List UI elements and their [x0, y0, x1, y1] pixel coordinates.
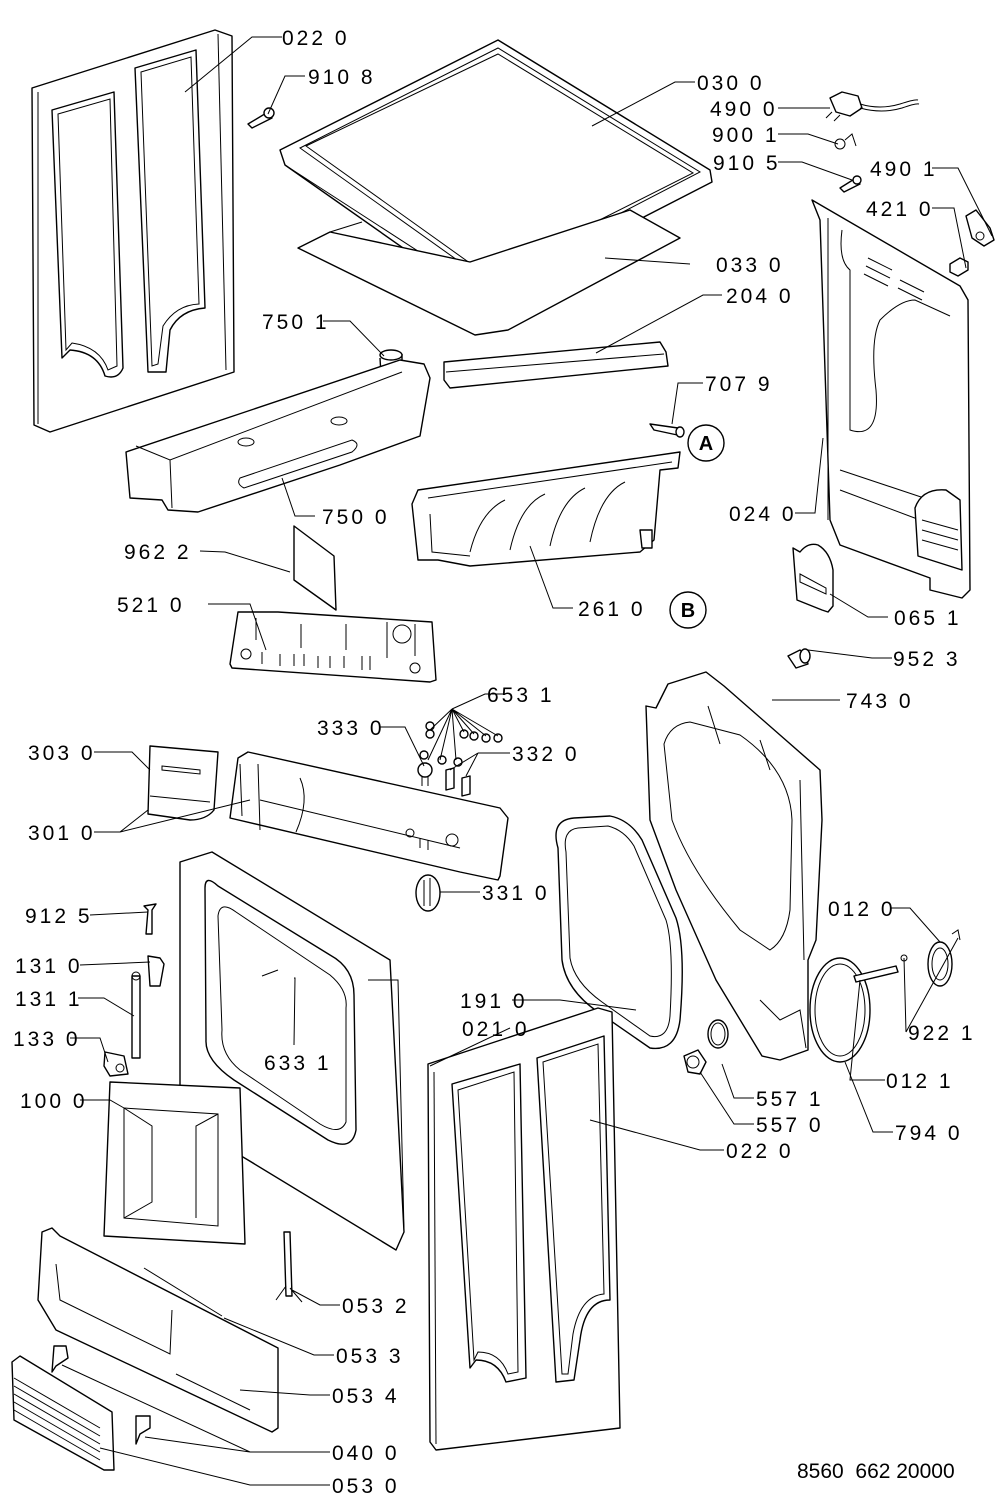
- part-label-022-0-bottom: 022 0: [726, 1140, 794, 1163]
- hinge-bar: [443, 341, 669, 389]
- part-label-100-0: 100 0: [20, 1090, 88, 1113]
- part-label-131-1: 131 1: [15, 988, 83, 1011]
- selector-knob: [415, 874, 441, 912]
- part-label-557-0: 557 0: [756, 1114, 824, 1137]
- grille: [11, 1355, 115, 1471]
- clip-053-2: [275, 1231, 303, 1303]
- part-label-022-0-top: 022 0: [282, 27, 350, 50]
- drawer-front: [147, 745, 219, 821]
- part-label-912-5: 912 5: [25, 905, 93, 928]
- seal-ring: [809, 957, 871, 1063]
- rear-panel: [811, 199, 971, 599]
- part-label-910-8: 910 8: [308, 66, 376, 89]
- part-label-750-0: 750 0: [322, 506, 390, 529]
- part-label-653-1: 653 1: [487, 684, 555, 707]
- part-label-743-0: 743 0: [846, 690, 914, 713]
- part-label-033-0: 033 0: [716, 254, 784, 277]
- part-label-421-0: 421 0: [866, 198, 934, 221]
- part-label-024-0: 024 0: [729, 503, 797, 526]
- part-label-633-1: 633 1: [264, 1052, 332, 1075]
- leader-lines: [61, 36, 993, 1486]
- screw-910-5: [839, 175, 862, 193]
- part-label-131-0: 131 0: [15, 955, 83, 978]
- part-labels: 022 0 910 8 030 0 490 0 900 1 910 5 490 …: [13, 27, 976, 1498]
- foot-952-3: [787, 648, 811, 669]
- part-label-557-1: 557 1: [756, 1088, 824, 1111]
- part-label-053-2: 053 2: [342, 1295, 410, 1318]
- part-label-922-1: 922 1: [908, 1022, 976, 1045]
- water-container-housing: [125, 359, 431, 513]
- part-label-012-1: 012 1: [886, 1070, 954, 1093]
- part-label-133-0: 133 0: [13, 1028, 81, 1051]
- part-label-065-1: 065 1: [894, 607, 962, 630]
- cable-tie: [834, 133, 857, 150]
- part-label-021-0: 021 0: [462, 1018, 530, 1041]
- part-label-191-0: 191 0: [460, 990, 528, 1013]
- door-gasket: [555, 815, 683, 1050]
- filter-block: [949, 257, 969, 277]
- part-label-521-0: 521 0: [117, 594, 185, 617]
- part-label-750-1: 750 1: [262, 311, 330, 334]
- part-label-331-0: 331 0: [482, 882, 550, 905]
- part-label-952-3: 952 3: [893, 648, 961, 671]
- part-label-490-1: 490 1: [870, 158, 938, 181]
- tube-707-9: [649, 423, 685, 438]
- part-label-303-0: 303 0: [28, 742, 96, 765]
- control-panel: [229, 751, 509, 881]
- part-label-204-0: 204 0: [726, 285, 794, 308]
- callout-b: B: [669, 591, 707, 629]
- sensor-557-0: [683, 1049, 707, 1075]
- side-panel-left: [31, 29, 235, 433]
- screw-910-8: [247, 107, 275, 129]
- part-label-490-0: 490 0: [710, 98, 778, 121]
- part-label-301-0: 301 0: [28, 822, 96, 845]
- control-pcb: [229, 611, 437, 683]
- part-label-794-0: 794 0: [895, 1122, 963, 1145]
- kickplate: [37, 1227, 279, 1433]
- front-housing: [645, 671, 823, 1061]
- clips-040-0: [51, 1345, 151, 1445]
- condenser-duct: [411, 451, 681, 567]
- part-label-332-0: 332 0: [512, 743, 580, 766]
- svg-text:A: A: [699, 433, 713, 455]
- sensor-ring: [707, 1019, 729, 1049]
- screw-912-5: [143, 903, 157, 935]
- callout-a: A: [687, 424, 725, 462]
- push-buttons: [419, 721, 503, 767]
- svg-text:B: B: [681, 600, 695, 622]
- top-plate: [297, 209, 681, 336]
- switch-buttons: [445, 767, 471, 797]
- shaft-012-1: [853, 965, 899, 983]
- selector-spindle: [417, 762, 433, 786]
- side-panel-right: [427, 1007, 621, 1451]
- part-label-053-3: 053 3: [336, 1345, 404, 1368]
- part-label-053-0: 053 0: [332, 1475, 400, 1498]
- part-label-910-5: 910 5: [713, 152, 781, 175]
- part-label-040-0: 040 0: [332, 1442, 400, 1465]
- power-cord: [825, 91, 920, 122]
- part-label-030-0: 030 0: [697, 72, 765, 95]
- label-card: [293, 525, 337, 611]
- door: [103, 1081, 246, 1245]
- part-label-707-9: 707 9: [705, 373, 773, 396]
- pulley: [927, 941, 953, 987]
- part-label-261-0: 261 0: [578, 598, 646, 621]
- part-label-900-1: 900 1: [712, 124, 780, 147]
- part-label-053-4: 053 4: [332, 1385, 400, 1408]
- door-hinge-parts: [103, 955, 165, 1077]
- part-label-333-0: 333 0: [317, 717, 385, 740]
- part-label-962-2: 962 2: [124, 541, 192, 564]
- document-number: 8560 662 20000: [797, 1460, 955, 1483]
- cord-clamp: [965, 209, 995, 247]
- bracket-065-1: [792, 543, 834, 613]
- part-label-012-0: 012 0: [828, 898, 896, 921]
